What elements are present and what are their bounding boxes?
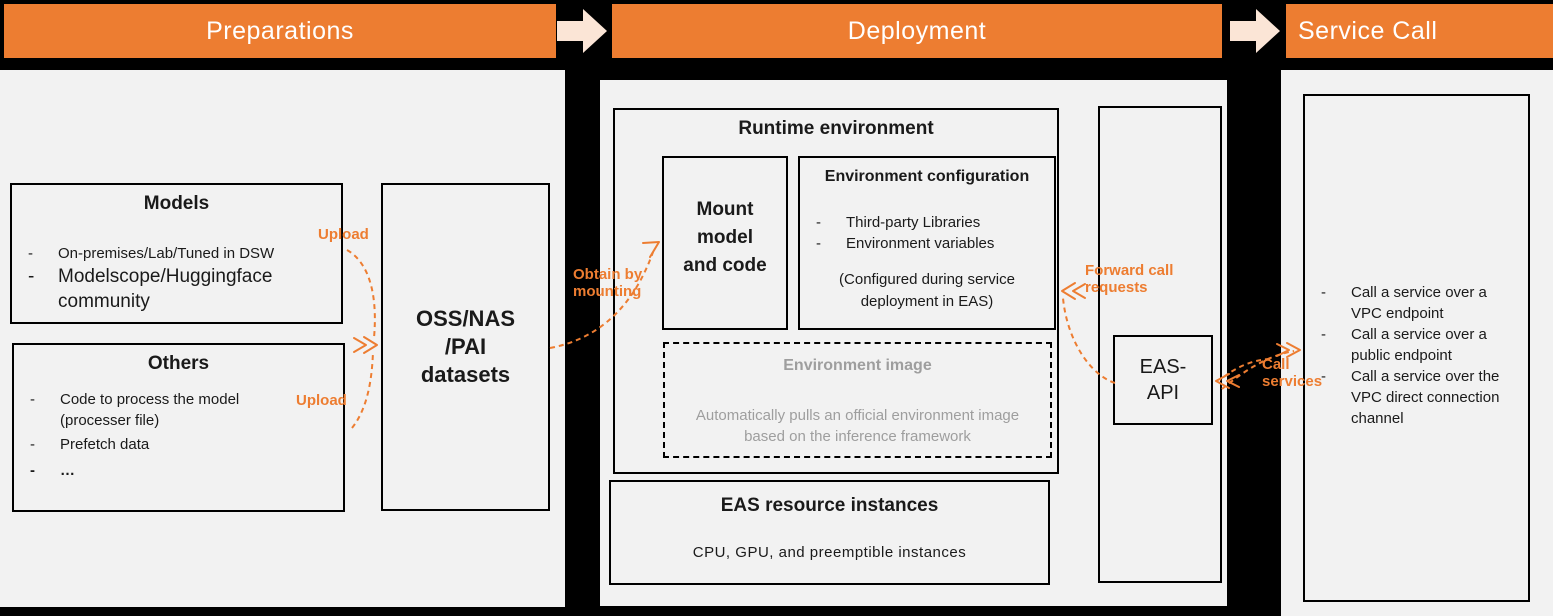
list-item: - Prefetch data bbox=[14, 434, 343, 455]
preparations-panel bbox=[0, 70, 565, 607]
bullet-dash: - bbox=[816, 214, 821, 231]
eas-api-box: EAS- API bbox=[1113, 335, 1213, 425]
stage-bar-deployment: Deployment bbox=[612, 4, 1222, 58]
bullet-dash: - bbox=[1321, 326, 1326, 343]
environment-configuration-box: Environment configuration - Third-party … bbox=[798, 156, 1056, 330]
mount-model-code-box: Mount model and code bbox=[662, 156, 788, 330]
eas-resources-title: EAS resource instances bbox=[720, 495, 939, 516]
bullet-dash: - bbox=[28, 245, 33, 262]
upload-label: Upload bbox=[296, 392, 347, 409]
list-item: - Call a service over a public endpoint bbox=[1305, 324, 1528, 366]
models-list: - On-premises/Lab/Tuned in DSW - Modelsc… bbox=[12, 243, 341, 314]
list-item: - Code to process the model (processer f… bbox=[14, 389, 343, 431]
env-config-note: (Configured during service deployment in… bbox=[839, 271, 1015, 310]
eas-resource-instances-box: EAS resource instances CPU, GPU, and pre… bbox=[609, 480, 1050, 585]
bullet-dash: - bbox=[30, 436, 35, 453]
eas-api-line-1: EAS- bbox=[1139, 356, 1187, 378]
service-call-item-2: Call a service over a public endpoint bbox=[1351, 326, 1487, 364]
runtime-environment-title: Runtime environment bbox=[738, 118, 934, 139]
datasets-box: OSS/NAS /PAI datasets bbox=[381, 183, 550, 511]
models-box-title: Models bbox=[143, 193, 210, 214]
datasets-line-3: datasets bbox=[420, 362, 511, 387]
obtain-by-mounting-label: Obtain by mounting bbox=[573, 266, 643, 300]
upload-label: Upload bbox=[318, 226, 369, 243]
stage-label-service-call: Service Call bbox=[1298, 16, 1438, 45]
service-call-box: - Call a service over a VPC endpoint - C… bbox=[1303, 94, 1530, 602]
service-call-item-1: Call a service over a VPC endpoint bbox=[1351, 284, 1487, 322]
stage-bar-service-call: Service Call bbox=[1286, 4, 1553, 58]
bullet-dash: - bbox=[816, 235, 821, 252]
service-call-list: - Call a service over a VPC endpoint - C… bbox=[1305, 96, 1528, 429]
environment-configuration-title: Environment configuration bbox=[824, 168, 1030, 185]
environment-image-box: Environment image Automatically pulls an… bbox=[663, 342, 1052, 458]
others-list: - Code to process the model (processer f… bbox=[14, 389, 343, 481]
env-config-item-2: Environment variables bbox=[846, 235, 995, 252]
service-call-item-3: Call a service over the VPC direct conne… bbox=[1351, 368, 1500, 427]
list-item: - On-premises/Lab/Tuned in DSW bbox=[12, 243, 341, 264]
bullet-dash: - bbox=[28, 266, 35, 287]
eas-api-line-2: API bbox=[1146, 382, 1180, 404]
datasets-line-2: /PAI bbox=[444, 334, 487, 359]
list-item: - … bbox=[14, 460, 343, 481]
others-item-1: Code to process the model (processer fil… bbox=[60, 391, 240, 429]
stage-label-preparations: Preparations bbox=[206, 16, 354, 45]
forward-call-requests-label: Forward call requests bbox=[1085, 262, 1174, 296]
bullet-dash: - bbox=[1321, 284, 1326, 301]
others-item-2: Prefetch data bbox=[60, 436, 150, 453]
stage-label-deployment: Deployment bbox=[847, 16, 987, 45]
environment-image-title: Environment image bbox=[783, 357, 932, 374]
mount-line-1: Mount bbox=[696, 199, 754, 220]
environment-configuration-list: - Third-party Libraries - Environment va… bbox=[800, 212, 1054, 254]
environment-image-description: Automatically pulls an official environm… bbox=[695, 407, 1020, 445]
stage-bar-preparations: Preparations bbox=[4, 4, 556, 58]
list-item: - Third-party Libraries bbox=[800, 212, 1054, 233]
datasets-line-1: OSS/NAS bbox=[415, 306, 516, 331]
bullet-dash: - bbox=[1321, 368, 1326, 385]
list-item: - Call a service over a VPC endpoint bbox=[1305, 282, 1528, 324]
service-call-panel bbox=[1281, 70, 1553, 616]
models-box: Models - On-premises/Lab/Tuned in DSW - … bbox=[10, 183, 343, 324]
list-item: - Call a service over the VPC direct con… bbox=[1305, 366, 1528, 429]
others-item-3: … bbox=[60, 462, 75, 479]
models-item-1: On-premises/Lab/Tuned in DSW bbox=[58, 245, 275, 262]
mount-line-2: model bbox=[697, 227, 753, 248]
models-item-2: Modelscope/Huggingface community bbox=[58, 266, 273, 312]
call-services-label: Call services bbox=[1262, 356, 1323, 390]
mount-line-3: and code bbox=[683, 255, 767, 276]
datasets-box-label: OSS/NAS /PAI datasets bbox=[416, 305, 515, 389]
flow-arrow-icon bbox=[557, 9, 607, 53]
bullet-dash: - bbox=[30, 391, 35, 408]
list-item: - Environment variables bbox=[800, 233, 1054, 254]
flow-arrow-icon bbox=[1230, 9, 1280, 53]
arrowhead-icon bbox=[1226, 374, 1240, 388]
eas-resources-body: CPU, GPU, and preemptible instances bbox=[692, 544, 967, 561]
bullet-dash: - bbox=[30, 462, 35, 479]
env-config-item-1: Third-party Libraries bbox=[846, 214, 981, 231]
list-item: - Modelscope/Huggingface community bbox=[12, 264, 341, 314]
others-box-title: Others bbox=[147, 353, 210, 374]
others-box: Others - Code to process the model (proc… bbox=[12, 343, 345, 512]
